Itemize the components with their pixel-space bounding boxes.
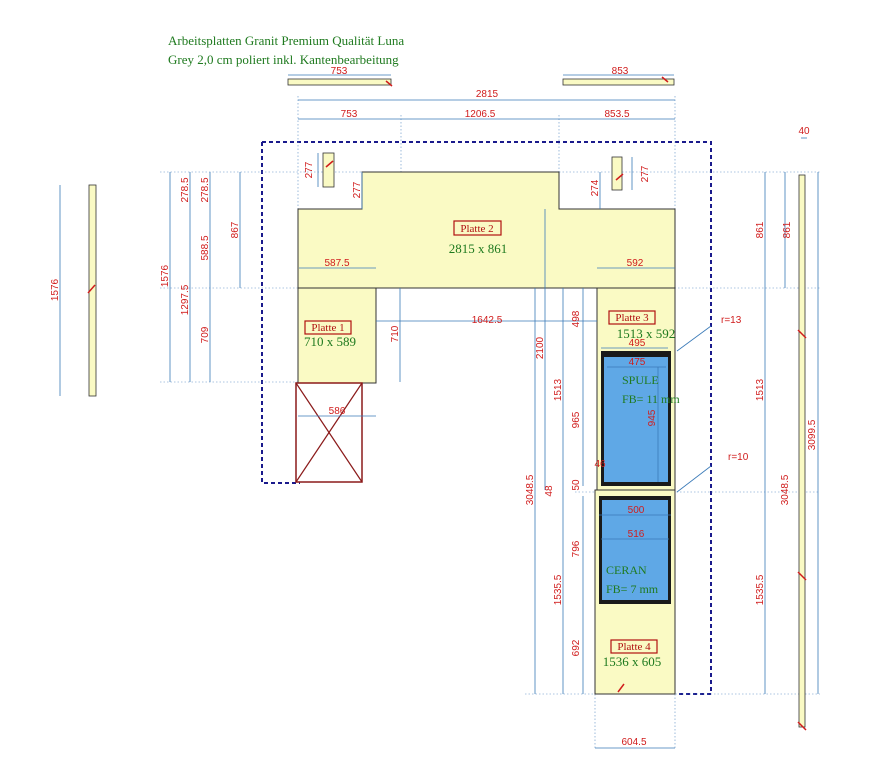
plate-1-size: 710 x 589 <box>304 334 356 349</box>
svg-text:1535.5: 1535.5 <box>755 574 766 605</box>
svg-text:1535.5: 1535.5 <box>553 574 564 605</box>
svg-text:Platte 1: Platte 1 <box>311 322 344 334</box>
svg-text:1576: 1576 <box>160 264 171 287</box>
sink-detail: FB= 11 mm <box>622 392 680 406</box>
plate-label-3: Platte 3 <box>608 310 656 325</box>
svg-text:796: 796 <box>571 540 582 557</box>
svg-text:498: 498 <box>571 310 582 327</box>
svg-text:3048.5: 3048.5 <box>780 474 791 505</box>
plate-2-size: 2815 x 861 <box>449 241 508 256</box>
plate-label-2: Platte 2 <box>453 220 502 236</box>
tall-cabinet-cross <box>295 382 363 483</box>
svg-text:1513: 1513 <box>553 378 564 401</box>
svg-text:753: 753 <box>341 109 358 120</box>
svg-text:40: 40 <box>798 126 810 137</box>
svg-text:965: 965 <box>571 411 582 428</box>
svg-text:278.5: 278.5 <box>180 177 191 202</box>
svg-text:48: 48 <box>544 485 555 497</box>
svg-text:1297.5: 1297.5 <box>180 284 191 315</box>
svg-text:274: 274 <box>590 179 601 196</box>
svg-text:861: 861 <box>782 221 793 238</box>
plate-1-slab <box>297 287 377 384</box>
dimension-lines <box>59 74 819 749</box>
svg-text:710: 710 <box>390 325 401 342</box>
svg-text:709: 709 <box>200 326 211 343</box>
svg-text:Platte 3: Platte 3 <box>615 312 649 324</box>
svg-text:278.5: 278.5 <box>200 177 211 202</box>
radius-label-cooktop: r=10 <box>728 452 749 463</box>
svg-text:604.5: 604.5 <box>621 737 646 748</box>
svg-text:586: 586 <box>329 406 346 417</box>
title-line-2: Grey 2,0 cm poliert inkl. Kantenbearbeit… <box>168 52 399 67</box>
svg-text:692: 692 <box>571 639 582 656</box>
svg-text:277: 277 <box>640 165 651 182</box>
svg-text:587.5: 587.5 <box>324 258 349 269</box>
svg-text:3099.5: 3099.5 <box>807 419 818 450</box>
svg-text:861: 861 <box>755 221 766 238</box>
svg-text:50: 50 <box>571 479 582 491</box>
vertical-dimensions: 1576 1576 278.5 278.5 588.5 867 1297.5 7… <box>50 161 818 656</box>
plate-label-4: Platte 4 <box>610 639 658 654</box>
cooktop-name: CERAN <box>606 563 647 577</box>
svg-text:495: 495 <box>629 338 646 349</box>
sink-name: SPULE <box>622 373 659 387</box>
svg-text:Platte 4: Platte 4 <box>617 641 651 653</box>
svg-text:46: 46 <box>594 459 606 470</box>
svg-text:753: 753 <box>331 66 348 77</box>
plate-4-size: 1536 x 605 <box>603 654 662 669</box>
svg-text:475: 475 <box>629 357 646 368</box>
svg-text:3048.5: 3048.5 <box>525 474 536 505</box>
svg-text:592: 592 <box>627 258 644 269</box>
sink-cutout <box>601 351 671 486</box>
svg-text:2815: 2815 <box>476 89 499 100</box>
svg-text:853.5: 853.5 <box>604 109 629 120</box>
plate-3-size: 1513 x 592 <box>617 326 676 341</box>
svg-text:2100: 2100 <box>535 336 546 359</box>
strip-marks <box>87 76 807 731</box>
svg-text:867: 867 <box>230 221 241 238</box>
svg-text:500: 500 <box>628 505 645 516</box>
svg-text:277: 277 <box>352 181 363 198</box>
radius-label-sink: r=13 <box>721 315 742 326</box>
svg-text:1642.5: 1642.5 <box>472 315 503 326</box>
svg-text:1513: 1513 <box>755 378 766 401</box>
plate-label-1: Platte 1 <box>304 320 352 335</box>
cooktop-cutout <box>599 496 671 604</box>
svg-text:277: 277 <box>304 161 315 178</box>
svg-text:945: 945 <box>647 409 658 426</box>
svg-text:516: 516 <box>628 529 645 540</box>
cooktop-detail: FB= 7 mm <box>606 582 659 596</box>
svg-text:1576: 1576 <box>50 278 61 301</box>
svg-text:Platte 2: Platte 2 <box>460 223 493 235</box>
svg-text:853: 853 <box>612 66 629 77</box>
svg-text:588.5: 588.5 <box>200 235 211 260</box>
svg-text:1206.5: 1206.5 <box>465 109 496 120</box>
horizontal-dimensions: 753 853 2815 753 1206.5 853.5 40 587.5 5… <box>324 66 810 748</box>
title-line-1: Arbeitsplatten Granit Premium Qualität L… <box>168 33 405 48</box>
